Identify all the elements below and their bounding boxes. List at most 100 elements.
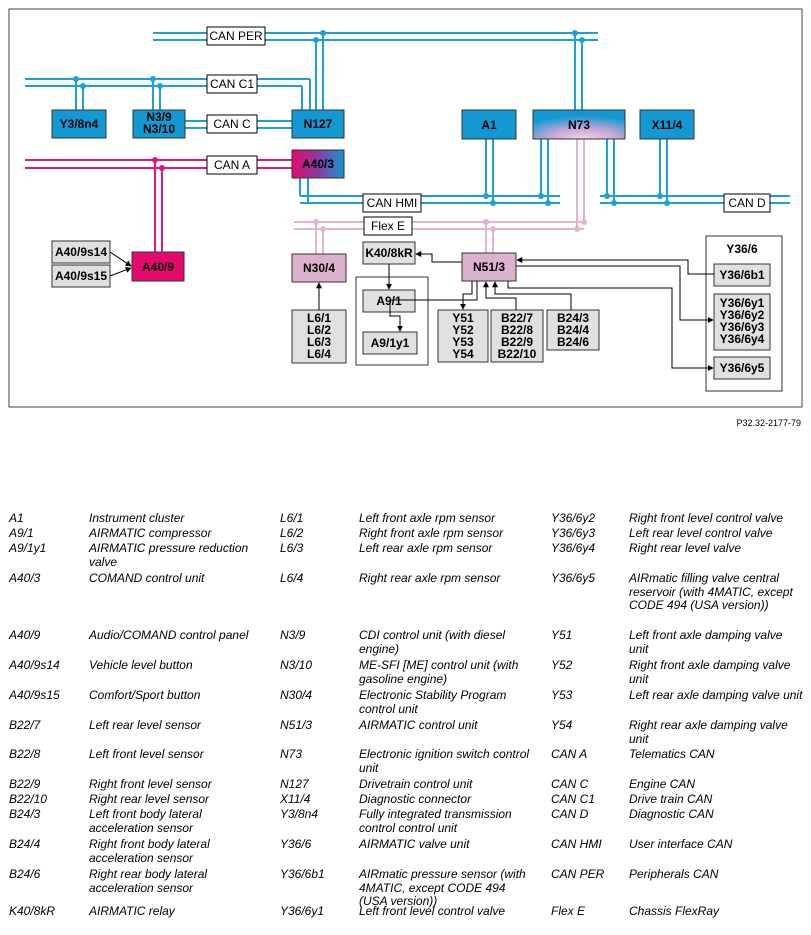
legend-description: Right rear axle damping valve unit bbox=[629, 718, 788, 746]
legend-description: Drive train CAN bbox=[629, 792, 713, 806]
legend-code: B24/3 bbox=[9, 807, 41, 821]
svg-text:N30/4: N30/4 bbox=[303, 261, 335, 275]
legend-description: Left front level control valve bbox=[359, 904, 506, 918]
legend-description: Right rear axle rpm sensor bbox=[359, 571, 501, 585]
legend-code: Y36/6y1 bbox=[280, 904, 325, 918]
legend-description: Right front body lateral acceleration se… bbox=[89, 837, 210, 865]
legend-description: Left front axle rpm sensor bbox=[359, 511, 496, 525]
legend-description: Electronic Stability Program control uni… bbox=[359, 688, 507, 716]
svg-text:Y36/6y4: Y36/6y4 bbox=[720, 332, 765, 346]
legend-description: Instrument cluster bbox=[89, 511, 185, 525]
legend-description: Right front axle rpm sensor bbox=[359, 526, 504, 540]
bus-labels: CAN PER CAN C1 CAN C CAN A CAN HMI Flex … bbox=[206, 26, 771, 236]
legend-description: AIRMATIC compressor bbox=[89, 526, 212, 540]
svg-text:A9/1: A9/1 bbox=[376, 294, 402, 308]
legend-code: B22/7 bbox=[9, 718, 41, 732]
legend-description: Left rear level control valve bbox=[629, 526, 773, 540]
can-c1-label: CAN C1 bbox=[206, 74, 258, 94]
legend-code: CAN C bbox=[551, 777, 589, 791]
can-hmi-bus-lines bbox=[299, 139, 560, 204]
svg-text:N3/9: N3/9 bbox=[146, 110, 172, 124]
svg-text:Y36/6b1: Y36/6b1 bbox=[719, 268, 765, 282]
module-l6: L6/1 L6/2 L6/3 L6/4 bbox=[291, 309, 347, 364]
svg-text:Y53: Y53 bbox=[452, 335, 474, 349]
legend-code: B22/10 bbox=[9, 792, 48, 806]
legend-code: N127 bbox=[280, 777, 309, 791]
module-y51-y54: Y51 Y52 Y53 Y54 bbox=[437, 309, 489, 363]
svg-text:N127: N127 bbox=[304, 117, 333, 131]
module-y3-8n4: Y3/8n4 bbox=[51, 109, 107, 139]
module-a40-9s14: A40/9s14 bbox=[51, 240, 111, 264]
legend-code: B22/8 bbox=[9, 747, 41, 761]
legend-description: Right rear body lateral acceleration sen… bbox=[89, 867, 208, 895]
legend-code: K40/8kR bbox=[9, 904, 56, 918]
svg-text:A40/9: A40/9 bbox=[142, 260, 174, 274]
legend-code: Y36/6y2 bbox=[551, 511, 596, 525]
svg-text:B22/7: B22/7 bbox=[501, 311, 533, 325]
flex-e-label: Flex E bbox=[363, 216, 413, 236]
module-n73: N73 bbox=[532, 109, 626, 140]
can-d-label: CAN D bbox=[723, 193, 771, 213]
legend-code: Y54 bbox=[551, 718, 573, 732]
module-a9-1y1: A9/1y1 bbox=[362, 331, 418, 355]
legend-description: Right rear level valve bbox=[629, 541, 742, 555]
legend-description: AIRMATIC control unit bbox=[359, 718, 478, 732]
legend-code: Flex E bbox=[551, 904, 586, 918]
can-hmi-label: CAN HMI bbox=[362, 193, 422, 213]
can-per-label: CAN PER bbox=[206, 26, 266, 46]
svg-text:A40/9s14: A40/9s14 bbox=[55, 245, 107, 259]
svg-text:K40/8kR: K40/8kR bbox=[365, 246, 413, 260]
legend-code: B24/4 bbox=[9, 837, 41, 851]
svg-text:B22/10: B22/10 bbox=[498, 347, 537, 361]
legend-code: B24/6 bbox=[9, 867, 41, 881]
legend-code: L6/3 bbox=[280, 541, 304, 555]
legend-code: CAN C1 bbox=[551, 792, 596, 806]
legend-description: Left rear axle rpm sensor bbox=[359, 541, 493, 555]
legend-description: Comfort/Sport button bbox=[89, 688, 201, 702]
legend-code: N3/10 bbox=[280, 658, 313, 672]
svg-text:Flex E: Flex E bbox=[371, 219, 405, 233]
legend-description: Diagnostic connector bbox=[359, 792, 472, 806]
legend-description: Right front axle damping valve unit bbox=[629, 658, 791, 686]
figure-reference: P32.32-2177-79 bbox=[736, 418, 801, 428]
legend-description: AIRmatic filling valve central reservoir… bbox=[629, 571, 793, 612]
svg-text:A9/1y1: A9/1y1 bbox=[371, 336, 410, 350]
svg-text:A40/3: A40/3 bbox=[302, 157, 334, 171]
svg-text:CAN C1: CAN C1 bbox=[210, 77, 254, 91]
legend-code: Y51 bbox=[551, 628, 573, 642]
legend-code: L6/2 bbox=[280, 526, 304, 540]
network-diagram: CAN PER CAN C1 CAN C CAN A CAN HMI Flex … bbox=[8, 8, 803, 408]
svg-text:Y3/8n4: Y3/8n4 bbox=[60, 117, 99, 131]
svg-text:Y51: Y51 bbox=[452, 311, 474, 325]
svg-text:X11/4: X11/4 bbox=[652, 118, 683, 132]
legend-code: N3/9 bbox=[280, 628, 306, 642]
svg-text:B24/4: B24/4 bbox=[557, 323, 589, 337]
legend-code: A9/1y1 bbox=[9, 541, 47, 555]
legend-description: AIRmatic pressure sensor (with 4MATIC, e… bbox=[359, 867, 526, 908]
module-y36-6y5: Y36/6y5 bbox=[713, 356, 771, 380]
svg-text:Y36/6: Y36/6 bbox=[726, 242, 758, 256]
legend-code: N51/3 bbox=[280, 718, 313, 732]
svg-text:L6/4: L6/4 bbox=[307, 347, 331, 361]
legend-code: L6/4 bbox=[280, 571, 304, 585]
svg-text:A1: A1 bbox=[481, 118, 497, 132]
modules: Y3/8n4 N3/9 N3/10 N127 A40/3 A1 N73 X11/… bbox=[51, 109, 783, 392]
module-n51-3: N51/3 bbox=[461, 252, 517, 282]
legend-description: Diagnostic CAN bbox=[629, 807, 714, 821]
legend-code: A1 bbox=[9, 511, 24, 525]
legend-description: Left front axle damping valve unit bbox=[629, 628, 783, 656]
svg-text:Y52: Y52 bbox=[452, 323, 474, 337]
svg-text:Y36/6y5: Y36/6y5 bbox=[720, 361, 765, 375]
legend-code: Y36/6y4 bbox=[551, 541, 596, 555]
svg-text:L6/1: L6/1 bbox=[307, 311, 331, 325]
module-y36-6b1: Y36/6b1 bbox=[713, 263, 771, 287]
legend-description: Fully integrated transmission control co… bbox=[359, 807, 512, 835]
legend-description: Chassis FlexRay bbox=[629, 904, 720, 918]
legend-code: N30/4 bbox=[280, 688, 313, 702]
module-a9-1: A9/1 bbox=[362, 289, 416, 313]
junction-dots bbox=[73, 30, 670, 232]
module-a40-9s15: A40/9s15 bbox=[51, 264, 111, 288]
legend-description: Vehicle level button bbox=[89, 658, 193, 672]
legend-description: Left rear axle damping valve unit bbox=[629, 688, 803, 702]
